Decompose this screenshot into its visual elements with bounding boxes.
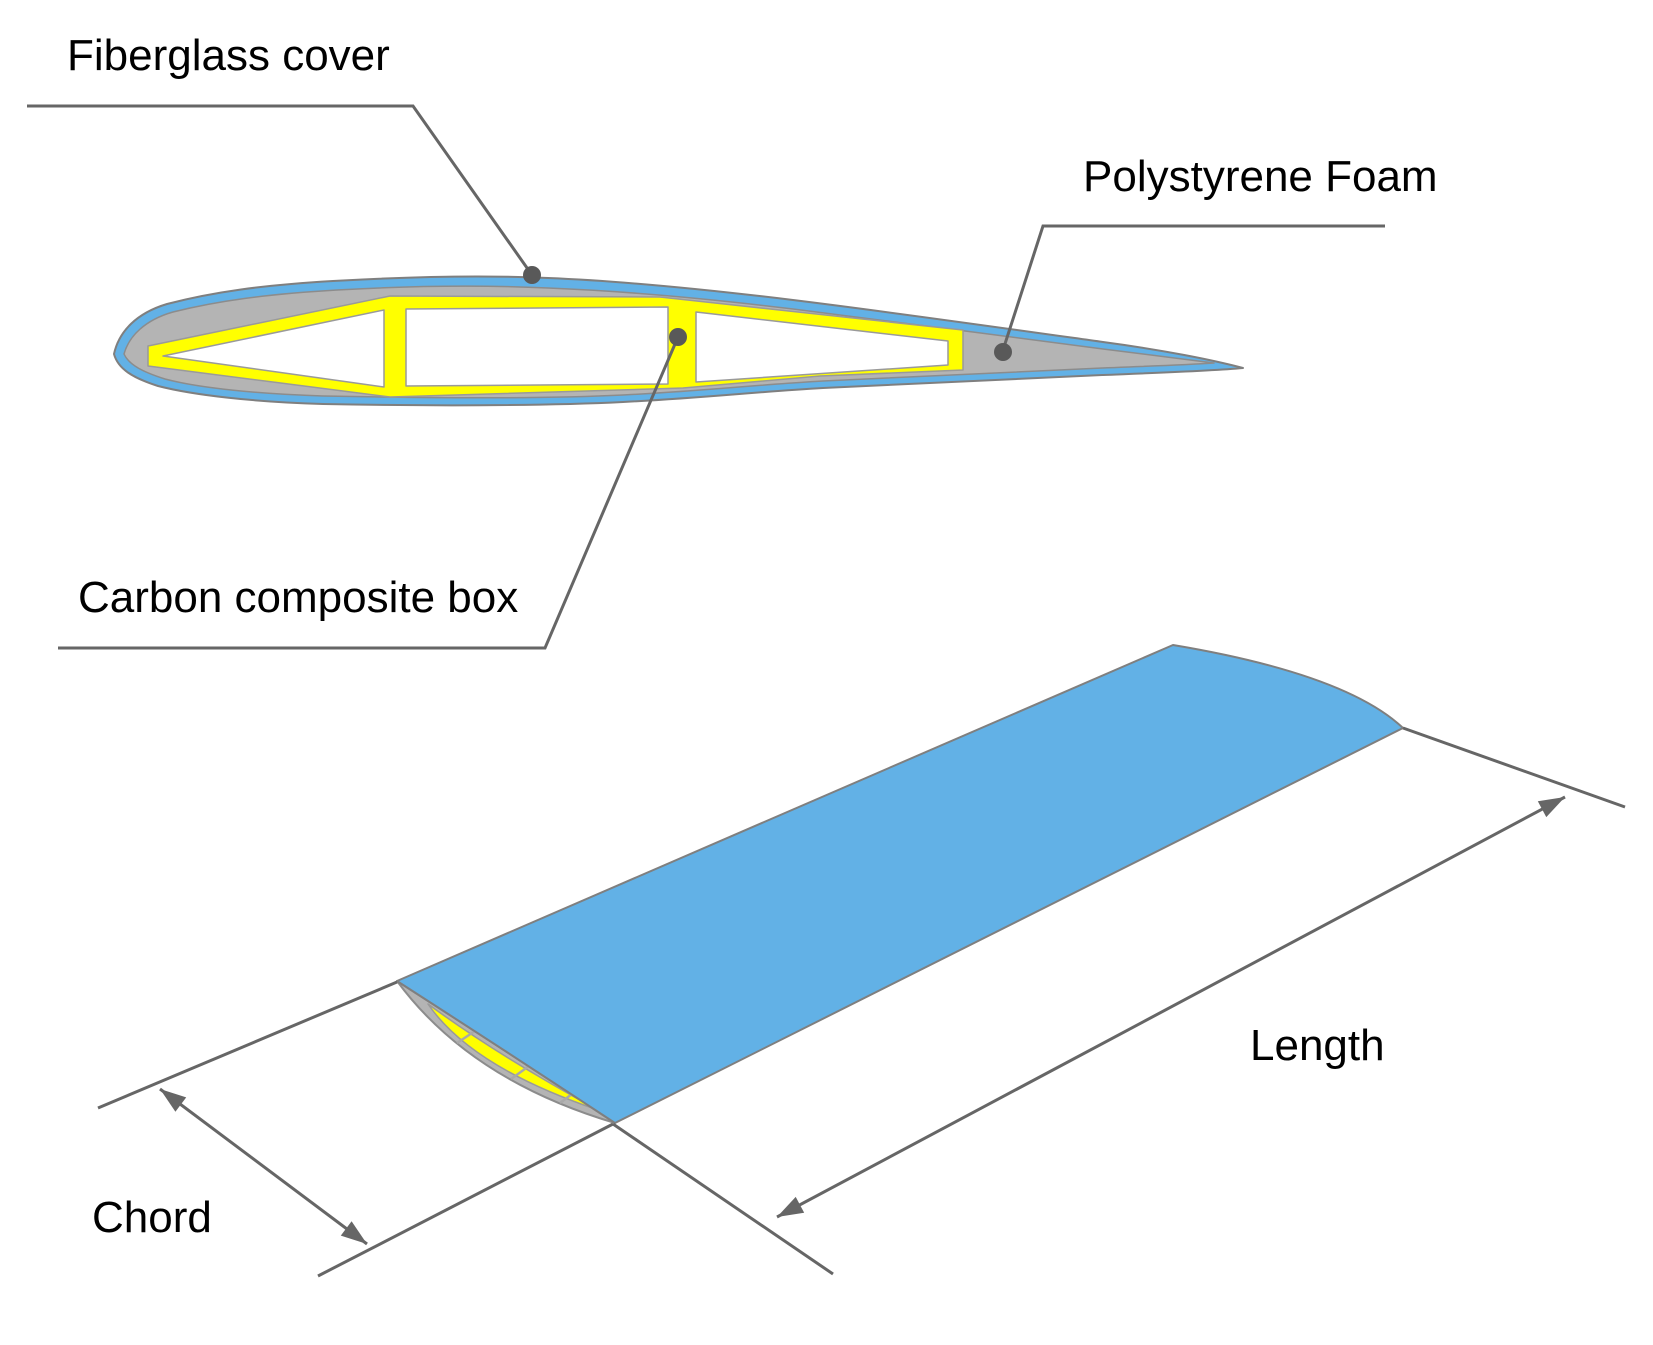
label-carbon-composite-box: Carbon composite box — [78, 573, 518, 622]
wing-end-rib-line — [510, 1064, 530, 1081]
fiberglass-marker-dot — [523, 266, 541, 284]
foam-marker-dot — [994, 343, 1012, 361]
airfoil-cross-section — [113, 275, 1244, 407]
diagram-labels: Fiberglass cover Polystyrene Foam Carbon… — [67, 31, 1438, 1242]
callout-leader-lines — [27, 104, 1385, 650]
carbon-marker-dot — [669, 328, 687, 346]
length-dimension-arrow — [776, 795, 1566, 1219]
carbon-box-cell-right — [695, 311, 949, 383]
chord-extension-line-upper — [97, 980, 398, 1110]
label-length: Length — [1250, 1021, 1385, 1070]
length-extension-line-far — [1402, 726, 1626, 809]
label-fiberglass-cover: Fiberglass cover — [67, 31, 390, 80]
dimension-annotations — [97, 726, 1626, 1278]
label-polystyrene-foam: Polystyrene Foam — [1083, 152, 1438, 201]
callout-dots — [523, 266, 1012, 361]
chord-extension-line-lower — [317, 1122, 614, 1278]
carbon-box-cell-left — [162, 309, 385, 388]
wing-end-rib-line — [559, 1093, 573, 1104]
carbon-leader-line — [58, 336, 680, 650]
fiberglass-leader-line — [27, 104, 534, 276]
chord-dimension-arrow — [159, 1087, 368, 1246]
length-extension-line-near — [612, 1122, 834, 1276]
carbon-box-cell-middle — [405, 306, 669, 387]
wing-end-rib-line — [456, 1029, 476, 1045]
foam-leader-line — [1001, 224, 1385, 351]
label-chord: Chord — [92, 1193, 212, 1242]
